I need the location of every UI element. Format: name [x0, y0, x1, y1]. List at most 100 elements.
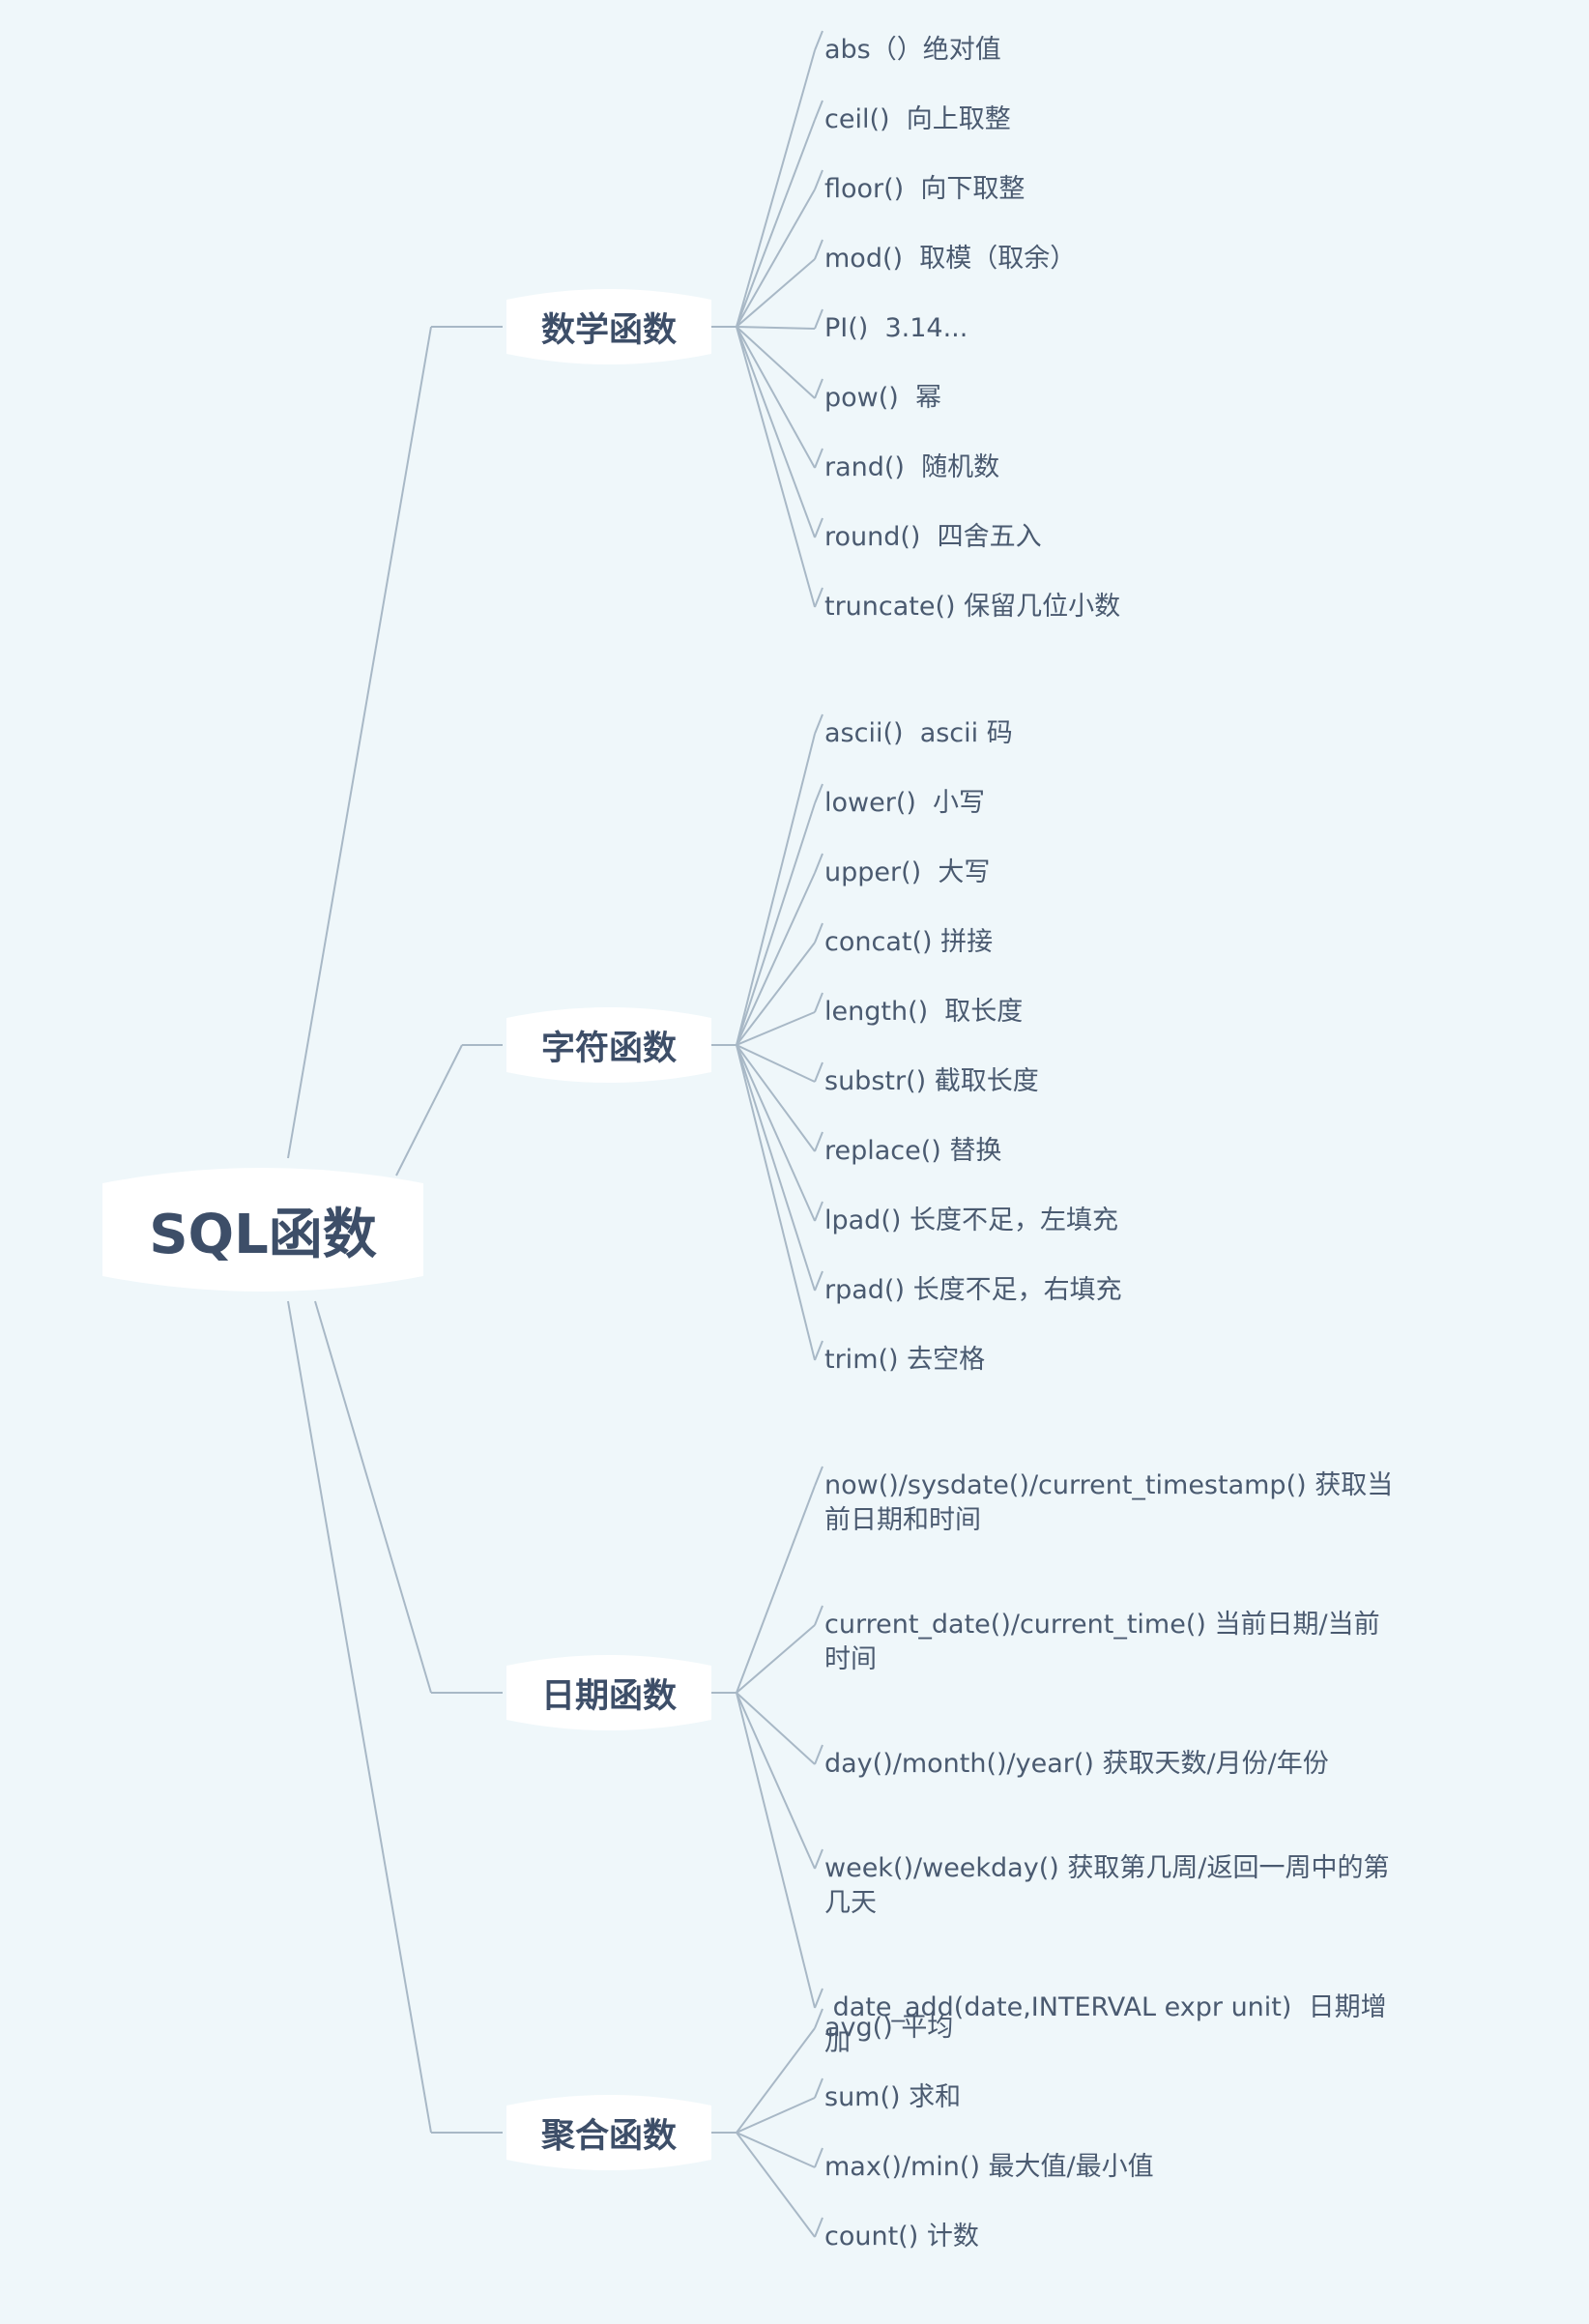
leaf-item[interactable]: avg() 平均	[824, 2013, 954, 2043]
leaf-item[interactable]: rpad() 长度不足，右填充	[824, 1275, 1122, 1305]
leaf-tick	[814, 1201, 823, 1222]
leaf-tick	[814, 1988, 823, 2009]
leaf-item[interactable]: rand() 随机数	[824, 452, 1000, 482]
leaf-item[interactable]: round() 四舍五入	[824, 522, 1042, 552]
category-node[interactable]: 数学函数	[503, 282, 715, 371]
leaf-tick	[814, 1605, 823, 1626]
category-to-leaf-link	[736, 1624, 816, 1694]
leaf-tick	[814, 853, 823, 874]
leaf-tick	[814, 2147, 823, 2168]
category-node-shape	[506, 289, 711, 364]
leaf-tick	[814, 992, 823, 1013]
leaf-tick	[814, 2217, 823, 2238]
leaf-tick	[814, 169, 823, 190]
leaf-tick	[814, 587, 823, 608]
leaf-item[interactable]: day()/month()/year() 获取天数/月份/年份	[824, 1749, 1329, 1779]
category-to-leaf-link	[736, 942, 816, 1046]
root-label: SQL函数	[149, 1203, 377, 1266]
category-to-leaf-link	[736, 1692, 816, 1870]
root-to-category-link	[314, 1300, 432, 1694]
category-node-shape	[506, 2095, 711, 2170]
category-to-leaf-link	[736, 2027, 816, 2134]
leaf-item[interactable]: abs（）绝对值	[824, 35, 1001, 65]
category-node[interactable]: 字符函数	[503, 1001, 715, 1089]
leaf-item[interactable]: max()/min() 最大值/最小值	[824, 2152, 1154, 2182]
leaf-tick	[814, 1466, 823, 1487]
category-label: 聚合函数	[540, 2116, 677, 2156]
category-to-leaf-link	[736, 2132, 816, 2238]
category-to-leaf-link	[736, 802, 816, 1046]
leaf-item[interactable]: lpad() 长度不足，左填充	[824, 1206, 1118, 1235]
leaf-item[interactable]: sum() 求和	[824, 2082, 962, 2112]
category-to-leaf-link	[736, 1044, 816, 1222]
category-to-leaf-link	[736, 258, 816, 328]
root-to-category-link	[287, 326, 432, 1159]
leaf-item[interactable]: date_add(date,INTERVAL expr unit) 日期增加	[824, 1992, 1387, 2057]
leaf-tick	[814, 1270, 823, 1292]
leaf-item[interactable]: pow() 幂	[824, 383, 941, 413]
category-to-leaf-link	[736, 1044, 816, 1361]
leaf-item[interactable]: PI() 3.14...	[824, 313, 968, 343]
leaf-item[interactable]: length() 取长度	[824, 997, 1024, 1027]
category-to-leaf-link	[736, 326, 816, 608]
leaf-tick	[814, 448, 823, 469]
leaf-item[interactable]: concat() 拼接	[824, 927, 994, 957]
category-to-leaf-link	[736, 326, 816, 330]
leaf-item[interactable]: mod() 取模（取余）	[824, 244, 1077, 274]
category-to-leaf-link	[736, 2097, 816, 2134]
leaf-item[interactable]: count() 计数	[824, 2222, 979, 2251]
leaf-item[interactable]: ceil() 向上取整	[824, 104, 1011, 134]
category-node-shape	[506, 1007, 711, 1083]
category-node[interactable]: 聚合函数	[503, 2088, 715, 2177]
leaf-item[interactable]: truncate() 保留几位小数	[824, 592, 1121, 622]
leaf-tick	[814, 239, 823, 260]
leaf-tick	[814, 30, 823, 51]
leaf-tick	[814, 2008, 823, 2029]
leaf-item[interactable]: substr() 截取长度	[824, 1066, 1039, 1096]
root-to-category-link	[287, 1300, 432, 2134]
category-to-leaf-link	[736, 326, 816, 469]
root-node[interactable]: SQL函数	[97, 1156, 429, 1303]
leaf-tick	[814, 783, 823, 804]
category-label: 数学函数	[540, 310, 677, 350]
category-label: 字符函数	[540, 1029, 677, 1068]
category-to-leaf-link	[736, 326, 816, 399]
category-to-leaf-link	[736, 1011, 816, 1046]
leaf-tick	[814, 1340, 823, 1361]
leaf-tick	[814, 100, 823, 121]
leaf-tick	[814, 308, 823, 330]
category-to-leaf-link	[736, 1485, 816, 1694]
category-to-leaf-link	[736, 733, 816, 1046]
leaf-tick	[814, 1744, 823, 1765]
category-to-leaf-link	[736, 119, 816, 328]
category-node[interactable]: 日期函数	[503, 1648, 715, 1737]
category-to-leaf-link	[736, 2132, 816, 2168]
leaf-tick	[814, 1848, 823, 1870]
leaf-tick	[814, 2077, 823, 2099]
category-to-leaf-link	[736, 326, 816, 538]
root-node-shape	[102, 1168, 423, 1292]
leaf-tick	[814, 517, 823, 538]
category-to-leaf-link	[736, 1692, 816, 1765]
leaf-item[interactable]: floor() 向下取整	[824, 174, 1026, 204]
leaf-tick	[814, 378, 823, 399]
category-label: 日期函数	[540, 1676, 677, 1716]
category-to-leaf-link	[736, 1044, 816, 1292]
leaf-item[interactable]: trim() 去空格	[824, 1345, 986, 1375]
leaf-item[interactable]: lower() 小写	[824, 788, 986, 818]
category-to-leaf-link	[736, 872, 816, 1046]
leaf-tick	[814, 1131, 823, 1152]
category-to-leaf-link	[736, 1044, 816, 1083]
category-to-leaf-link	[736, 1692, 816, 2009]
category-node-shape	[506, 1655, 711, 1730]
category-to-leaf-link	[736, 49, 816, 328]
leaf-item[interactable]: ascii() ascii 码	[824, 718, 1013, 748]
leaf-item[interactable]: upper() 大写	[824, 857, 991, 887]
leaf-item[interactable]: week()/weekday() 获取第几周/返回一周中的第几天	[824, 1853, 1390, 1918]
leaf-item[interactable]: replace() 替换	[824, 1136, 1002, 1166]
leaf-item[interactable]: now()/sysdate()/current_timestamp() 获取当前…	[824, 1470, 1394, 1535]
leaf-item[interactable]: current_date()/current_time() 当前日期/当前时间	[824, 1610, 1380, 1674]
category-to-leaf-link	[736, 1044, 816, 1152]
